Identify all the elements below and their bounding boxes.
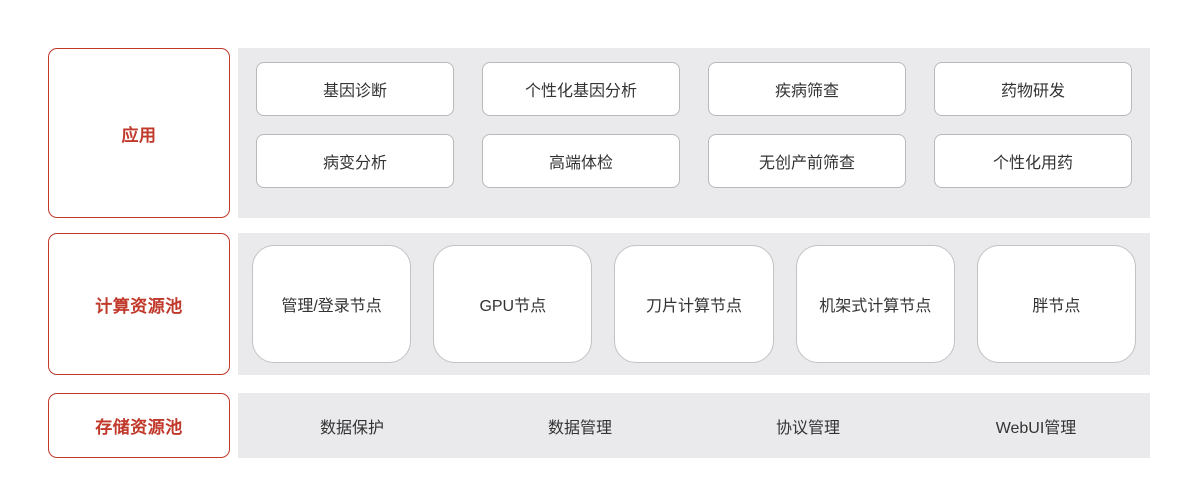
layer-label-compute-resource-pool[interactable]: 计算资源池	[48, 233, 230, 375]
compute-node-1-label: GPU节点	[479, 298, 547, 315]
compute-node-3-label: 机架式计算节点	[819, 298, 932, 315]
layer-label-storage-resource-pool[interactable]: 存储资源池	[48, 393, 230, 458]
storage-feature-3-label: WebUI管理	[995, 419, 1077, 437]
application-item-4[interactable]: 病变分析	[256, 134, 454, 188]
storage-feature-3[interactable]: WebUI管理	[922, 414, 1150, 438]
application-item-3-label: 药物研发	[1000, 83, 1065, 100]
storage-feature-2[interactable]: 协议管理	[694, 414, 922, 438]
application-item-1[interactable]: 个性化基因分析	[482, 62, 680, 116]
application-item-1-label: 个性化基因分析	[524, 83, 637, 100]
application-item-2[interactable]: 疾病筛查	[708, 62, 906, 116]
compute-node-3[interactable]: 机架式计算节点	[795, 245, 955, 363]
storage-feature-1-label: 数据管理	[547, 419, 612, 437]
compute-resource-pool-panel: 管理/登录节点 GPU节点 刀片计算节点 机架式计算节点 胖节点	[238, 233, 1150, 375]
application-item-6[interactable]: 无创产前筛查	[708, 134, 906, 188]
compute-node-1[interactable]: GPU节点	[433, 245, 593, 363]
application-item-6-label: 无创产前筛查	[758, 155, 855, 172]
application-item-2-label: 疾病筛查	[774, 83, 839, 100]
application-layer-panel: 基因诊断 个性化基因分析 疾病筛查 药物研发 病变分析 高端体检	[238, 48, 1150, 218]
application-item-0-label: 基因诊断	[322, 83, 387, 100]
layer-label-application[interactable]: 应用	[48, 48, 230, 218]
storage-feature-2-label: 协议管理	[775, 419, 840, 437]
compute-node-2-label: 刀片计算节点	[645, 298, 742, 315]
application-item-7[interactable]: 个性化用药	[934, 134, 1132, 188]
application-item-4-label: 病变分析	[322, 155, 387, 172]
compute-node-4-label: 胖节点	[1032, 298, 1081, 315]
compute-node-2[interactable]: 刀片计算节点	[614, 245, 774, 363]
storage-feature-0-label: 数据保护	[319, 419, 384, 437]
storage-feature-grid: 数据保护 数据管理 协议管理 WebUI管理	[238, 393, 1150, 458]
storage-resource-pool-panel: 数据保护 数据管理 协议管理 WebUI管理	[238, 393, 1150, 458]
compute-node-4[interactable]: 胖节点	[976, 245, 1136, 363]
layer-label-storage-resource-pool-text: 存储资源池	[95, 418, 183, 437]
layer-label-compute-resource-pool-text: 计算资源池	[95, 296, 183, 316]
storage-feature-0[interactable]: 数据保护	[238, 414, 466, 438]
application-item-7-label: 个性化用药	[992, 155, 1073, 172]
storage-feature-1[interactable]: 数据管理	[466, 414, 694, 438]
application-item-3[interactable]: 药物研发	[934, 62, 1132, 116]
application-item-5-label: 高端体检	[548, 155, 613, 172]
layer-label-application-text: 应用	[121, 125, 157, 145]
application-item-5[interactable]: 高端体检	[482, 134, 680, 188]
application-item-grid: 基因诊断 个性化基因分析 疾病筛查 药物研发 病变分析 高端体检	[238, 62, 1150, 218]
compute-node-grid: 管理/登录节点 GPU节点 刀片计算节点 机架式计算节点 胖节点	[238, 233, 1150, 375]
application-item-0[interactable]: 基因诊断	[256, 62, 454, 116]
compute-node-0[interactable]: 管理/登录节点	[252, 245, 412, 363]
compute-node-0-label: 管理/登录节点	[281, 298, 382, 315]
